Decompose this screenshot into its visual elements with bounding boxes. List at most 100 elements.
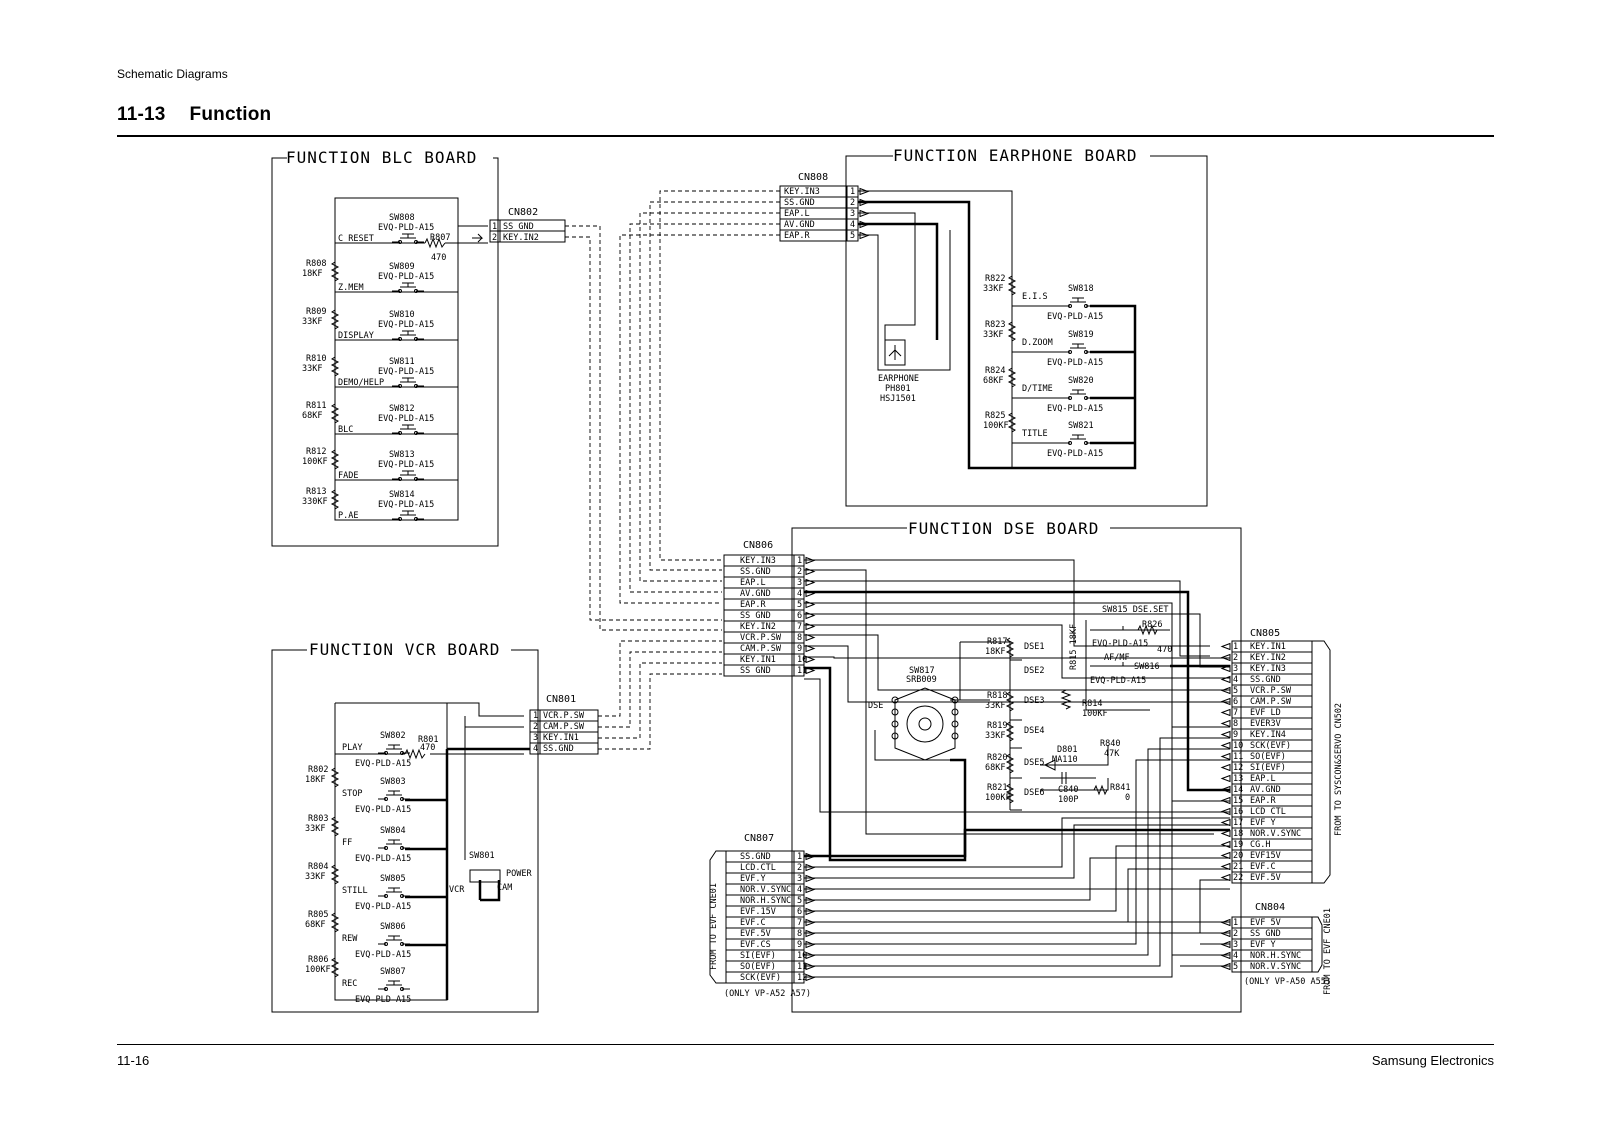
footer-rule — [117, 1044, 1494, 1045]
resistor — [330, 864, 340, 885]
sw817-rotary-switch — [906, 705, 944, 743]
pin-name: NOR.V.SYNC — [1250, 829, 1301, 839]
push-switch — [378, 935, 410, 945]
pin-number: 5 — [1233, 686, 1238, 696]
pin-name: SI(EVF) — [740, 951, 776, 961]
pin-name: AV.GND — [784, 220, 815, 230]
pin-number: 22 — [1233, 873, 1243, 883]
dse-board-title: FUNCTION DSE BOARD — [908, 519, 1099, 538]
switch-label: BLC — [338, 425, 353, 435]
pin-number: 21 — [1233, 862, 1243, 872]
resistor-value: 100KF — [302, 457, 328, 467]
pin-name: CAM.P.SW — [1250, 697, 1292, 707]
pin-name: CAM.P.SW — [740, 644, 782, 654]
dse-position-label: DSE4 — [1024, 726, 1044, 736]
pin-number: 2 — [797, 863, 802, 873]
resistor-value: 33KF — [305, 824, 325, 834]
switch-name: SW802 — [380, 731, 406, 741]
resistor — [330, 261, 340, 282]
sw801-switch — [469, 869, 501, 883]
resistor-value: 33KF — [305, 872, 325, 882]
pin-number: 12 — [1233, 763, 1243, 773]
pin-name: VCR.P.SW — [740, 633, 782, 643]
dse-board: FUNCTION DSE BOARD — [791, 519, 1242, 1013]
sw816-part: EVQ-PLD-A15 — [1090, 676, 1146, 686]
pin-name: KEY.IN2 — [740, 622, 776, 632]
push-switch — [392, 282, 424, 292]
pin-number: 5 — [850, 231, 855, 241]
switch-label: FADE — [338, 471, 358, 481]
r826-name: R826 — [1142, 620, 1162, 630]
pin-number: 12 — [797, 973, 807, 983]
pin-name: KEY.IN2 — [1250, 653, 1286, 663]
r807-resistor — [424, 237, 446, 249]
page-number: 11-16 — [117, 1053, 150, 1068]
switch-name: SW805 — [380, 874, 406, 884]
switch-part: EVQ-PLD-A15 — [355, 950, 411, 960]
pin-number: 10 — [1233, 741, 1243, 751]
resistor-value: 68KF — [305, 920, 325, 930]
switch-name: SW811 — [389, 357, 415, 367]
resistor — [330, 816, 340, 837]
push-switch — [1062, 434, 1094, 444]
resistor-name: R805 — [308, 910, 328, 920]
resistor-name: R821 — [987, 783, 1007, 793]
pin-name: EVF LD — [1250, 708, 1281, 718]
switch-name: SW804 — [380, 826, 406, 836]
section-label: Schematic Diagrams — [117, 67, 228, 81]
pin-number: 15 — [1233, 796, 1243, 806]
r814-value: 100KF — [1082, 709, 1108, 719]
r826-value: 470 — [1157, 645, 1172, 655]
switch-name: SW814 — [389, 490, 415, 500]
switch-label: Z.MEM — [338, 283, 364, 293]
pin-name: CAM.P.SW — [543, 722, 585, 732]
switch-part: EVQ-PLD-A15 — [378, 500, 434, 510]
resistor — [330, 767, 340, 788]
resistor — [1007, 321, 1017, 342]
switch-label: STILL — [342, 886, 368, 896]
pin-number: 5 — [797, 896, 802, 906]
pin-number: 11 — [797, 666, 807, 676]
pin-name: KEY.IN3 — [1250, 664, 1286, 674]
pin-number: 4 — [850, 220, 855, 230]
pin-number: 7 — [1233, 708, 1238, 718]
earphone-circuit: EARPHONE PH801 HSJ1501 SW818EVQ-PLD-A15E… — [858, 190, 1137, 470]
r841-value: 0 — [1125, 793, 1130, 803]
pin-number: 8 — [1233, 719, 1238, 729]
push-switch — [1062, 343, 1094, 353]
pin-number: 13 — [1233, 774, 1243, 784]
pin-number: 6 — [797, 611, 802, 621]
svg-text:1: 1 — [492, 222, 497, 232]
switch-name: SW808 — [389, 213, 415, 223]
resistor-name: R809 — [306, 307, 326, 317]
blc-board-title: FUNCTION BLC BOARD — [286, 148, 477, 167]
resistor — [330, 309, 340, 330]
pin-number: 3 — [1233, 940, 1238, 950]
pin-name: NOR.V.SYNC — [740, 885, 791, 895]
switch-part: EVQ-PLD-A15 — [1047, 449, 1103, 459]
pin-name: EVF Y — [1250, 818, 1276, 828]
pin-number: 4 — [1233, 951, 1238, 961]
pin-number: 19 — [1233, 840, 1243, 850]
r801-name: R801 — [418, 735, 438, 745]
pin-name: EVF.C — [1250, 862, 1276, 872]
afmf-label: AF/MF — [1104, 653, 1130, 663]
pin-number: 4 — [797, 589, 802, 599]
